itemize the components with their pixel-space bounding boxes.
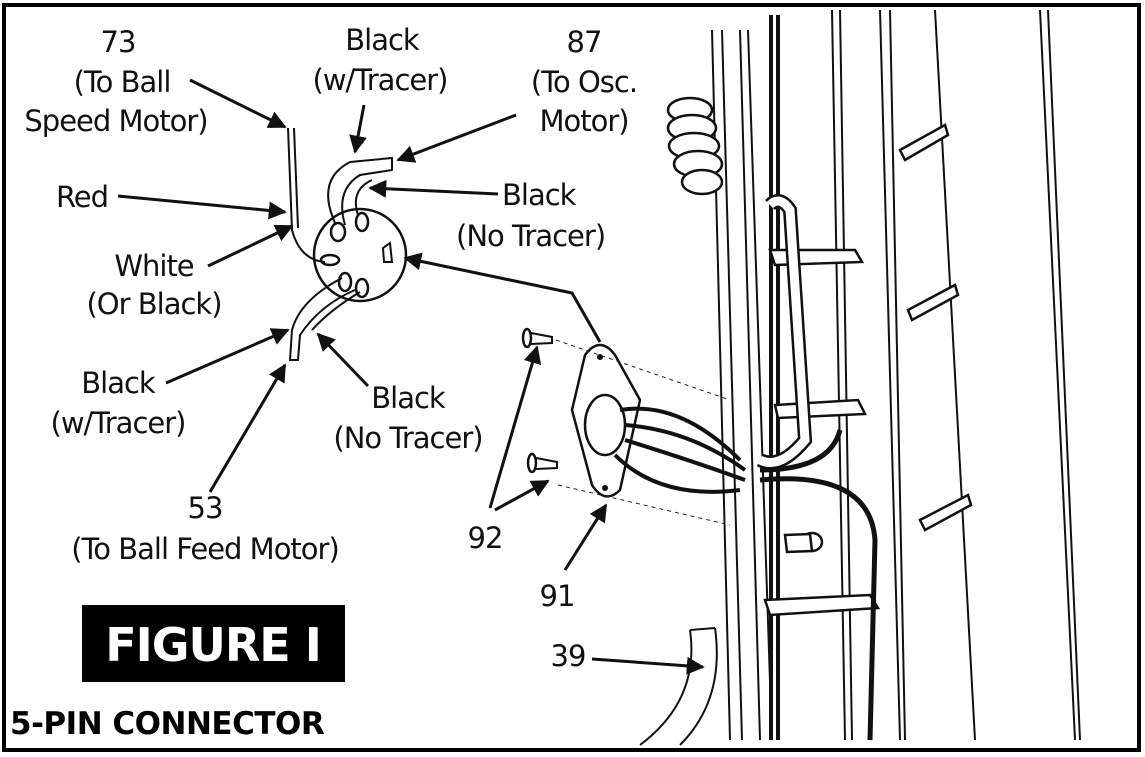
- black-tracer-top-label: Black: [345, 23, 420, 57]
- figure-title: FIGURE I: [105, 618, 321, 672]
- part-73-desc-line1: (To Ball: [74, 65, 171, 99]
- part-53-number: 53: [188, 491, 223, 525]
- black-no-tracer-bottom-label: Black: [371, 381, 446, 415]
- white-wire-label: White: [114, 249, 193, 283]
- machine-frame-illustration: [639, 9, 1081, 746]
- part-87-desc-line2: Motor): [539, 104, 628, 138]
- white-wire-sublabel: (Or Black): [86, 287, 221, 321]
- black-no-tracer-top-label: Black: [502, 178, 577, 212]
- red-wire-label: Red: [56, 180, 108, 214]
- part-53-desc: (To Ball Feed Motor): [71, 532, 339, 566]
- screw-icon: [521, 327, 553, 349]
- connector-mount-plate: [555, 339, 747, 526]
- black-tracer-top-sublabel: (w/Tracer): [313, 63, 448, 97]
- screw-icon: [526, 452, 558, 474]
- part-87-number: 87: [567, 25, 602, 59]
- black-tracer-bottom-sublabel: (w/Tracer): [51, 406, 186, 440]
- black-tracer-bottom-label: Black: [81, 366, 156, 400]
- part-87-desc-line1: (To Osc.: [531, 65, 637, 99]
- part-73-number: 73: [101, 25, 136, 59]
- part-39-number: 39: [551, 639, 586, 673]
- five-pin-connector-illustration: [287, 127, 408, 361]
- black-no-tracer-bottom-sublabel: (No Tracer): [333, 421, 482, 455]
- leader-arrows: [117, 78, 705, 675]
- part-92-number: 92: [468, 521, 503, 555]
- figure-subtitle: 5-PIN CONNECTOR: [10, 706, 325, 742]
- part-91-number: 91: [540, 579, 575, 613]
- figure-title-box: [82, 605, 345, 682]
- part-73-desc-line2: Speed Motor): [24, 104, 207, 138]
- spring-illustration: [666, 96, 724, 196]
- black-no-tracer-top-sublabel: (No Tracer): [456, 219, 605, 253]
- diagram-frame: [2, 3, 1141, 752]
